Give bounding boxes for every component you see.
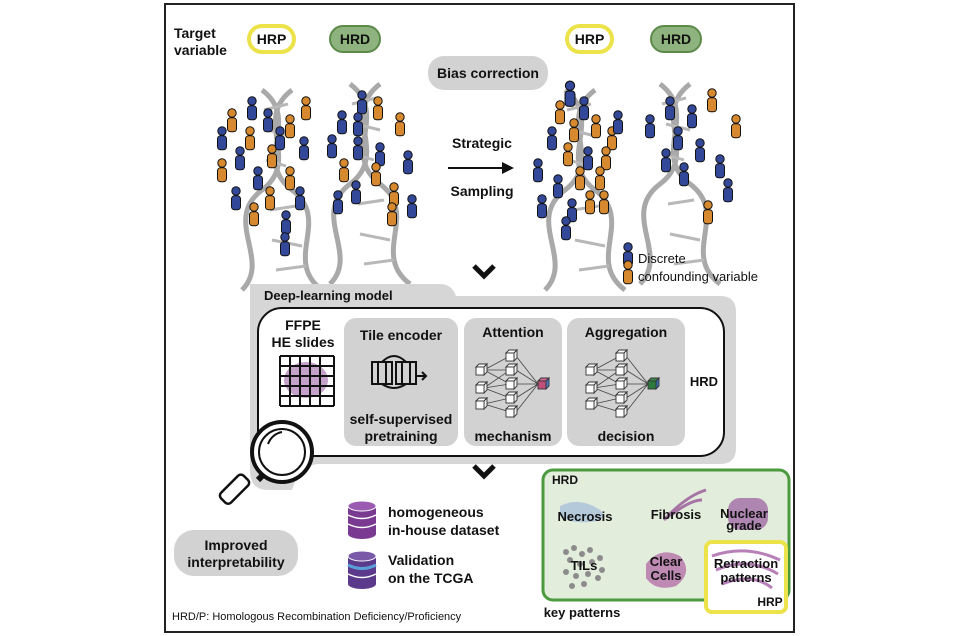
magnifier-icon <box>218 420 314 506</box>
patterns-label: patterns <box>720 570 771 585</box>
bias-correction-label: Bias correction <box>437 65 539 81</box>
target-hrd-label: HRD <box>340 31 370 47</box>
dataset-tcga-label: on the TCGA <box>388 570 474 586</box>
sampling-label: Sampling <box>450 183 513 199</box>
chevron-down-icon <box>472 464 496 480</box>
patterns-hrp-label: HRP <box>757 595 782 609</box>
after-hrd-label: HRD <box>661 31 691 47</box>
target-label: Target <box>174 25 216 41</box>
patterns-hrd-label: HRD <box>552 473 578 487</box>
after-hrp-pill: HRP <box>565 24 614 54</box>
dataset-homogeneous-label: homogeneous <box>388 504 484 520</box>
tils-dots <box>563 545 605 589</box>
model-output-label: HRD <box>690 374 718 389</box>
attention-title: Attention <box>482 324 543 340</box>
after-hrd-pill: HRD <box>650 25 702 53</box>
improved-interpretability-pill <box>174 530 298 576</box>
grade-label: grade <box>726 518 761 533</box>
necrosis-label: Necrosis <box>558 509 613 524</box>
variable-label: variable <box>174 42 227 58</box>
cells-label: Cells <box>650 568 681 583</box>
interpretability-label: interpretability <box>187 554 284 570</box>
arrow-head-icon <box>502 162 514 174</box>
population-before-hrp <box>217 96 311 257</box>
he-slides-label: HE slides <box>271 334 334 350</box>
aggregation-title: Aggregation <box>585 324 667 340</box>
pretraining-label: pretraining <box>364 428 437 444</box>
strategic-label: Strategic <box>452 135 512 151</box>
improved-label: Improved <box>204 537 267 553</box>
encoder-icon <box>371 355 428 389</box>
target-hrp-label: HRP <box>257 31 287 47</box>
chevron-down-icon <box>472 264 496 280</box>
tile-encoder-title: Tile encoder <box>360 327 443 343</box>
dataset-validation-label: Validation <box>388 552 454 568</box>
after-hrp-label: HRP <box>575 31 605 47</box>
bias-correction-pill <box>428 56 548 90</box>
attention-network-icon <box>475 349 551 418</box>
dataset-inhouse-label: in-house dataset <box>388 522 500 538</box>
target-hrd-pill: HRD <box>329 25 381 53</box>
key-patterns-panel <box>541 468 791 614</box>
aggregation-network-icon <box>585 349 661 418</box>
key-patterns-caption: key patterns <box>544 605 621 620</box>
database-icon <box>347 550 377 589</box>
mechanism-label: mechanism <box>474 428 551 444</box>
legend-confounding: confounding variable <box>638 269 758 284</box>
self-supervised-label: self-supervised <box>350 411 453 427</box>
footnote: HRD/P: Homologous Recombination Deficien… <box>172 611 462 623</box>
target-hrp-pill: HRP <box>247 24 296 54</box>
fibrosis-label: Fibrosis <box>651 507 702 522</box>
slide-grid-icon <box>279 355 335 407</box>
model-title: Deep-learning model <box>264 288 393 303</box>
tils-label: TILs <box>571 558 598 573</box>
legend-discrete: Discrete <box>638 251 686 266</box>
clear-label: Clear <box>650 554 683 569</box>
decision-label: decision <box>598 428 655 444</box>
retraction-label: Retraction <box>714 556 778 571</box>
population-after-hrd <box>645 88 741 225</box>
legend-orange-person-icon <box>623 260 633 285</box>
ffpe-label: FFPE <box>285 317 321 333</box>
nuclear-label: Nuclear <box>720 506 768 521</box>
database-icon <box>347 500 377 539</box>
